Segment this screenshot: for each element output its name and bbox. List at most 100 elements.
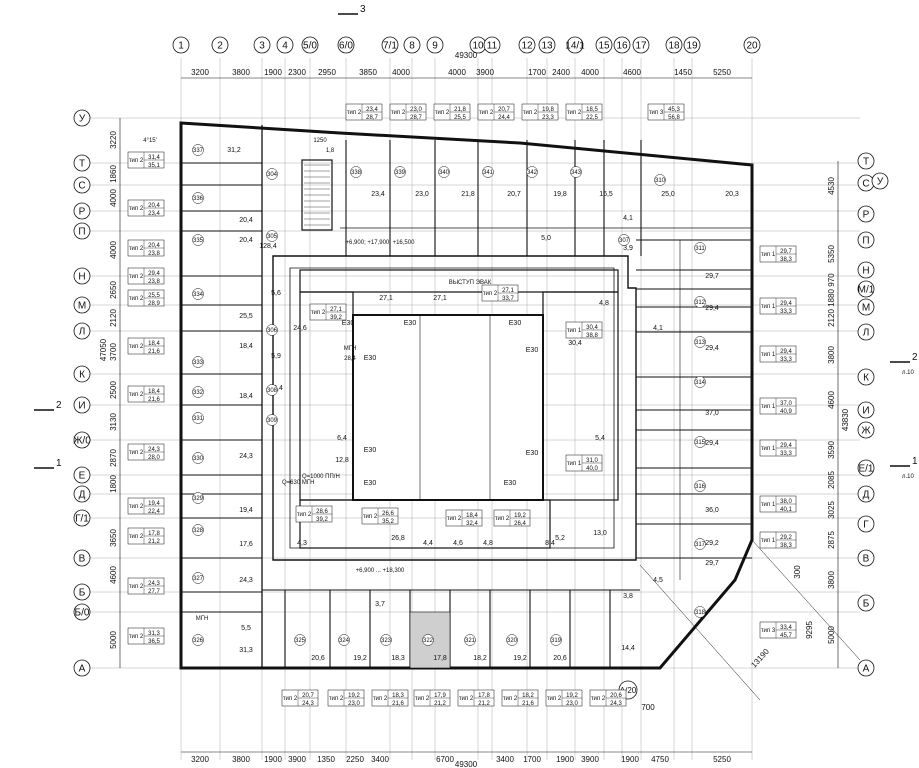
- living-area: 18,4: [148, 341, 160, 347]
- staircase: [301, 159, 333, 231]
- mgn-area: 28,4: [344, 356, 356, 362]
- inner-block-top: [299, 269, 619, 293]
- living-area: 29,2: [780, 535, 792, 541]
- apartment-number: 338: [351, 170, 362, 176]
- apartment-type: тип 2: [483, 291, 498, 297]
- fire-rating-mark: Е30: [526, 450, 539, 457]
- apartment-type: тип 2: [503, 696, 518, 702]
- dimension-value-bottom: 2250: [346, 755, 364, 764]
- total-area: 27,7: [148, 589, 160, 595]
- living-area: 18,4: [466, 513, 478, 519]
- axis-bubble: [73, 267, 91, 285]
- axis-label-top: 20: [746, 41, 758, 52]
- axis-label-top: 6/0: [339, 41, 353, 52]
- living-area: 24,3: [148, 581, 160, 587]
- room-area: 4,1: [653, 325, 663, 332]
- apartment-number: 315: [695, 440, 706, 446]
- dimension-value-right: 3800: [827, 571, 836, 589]
- axis-label-right: Т: [863, 157, 869, 168]
- room-area: 18,4: [239, 393, 253, 400]
- apartment-type: тип 2: [129, 584, 144, 590]
- axis-label-right: М/1: [858, 285, 875, 296]
- apartment-type: тип 2: [129, 274, 144, 280]
- axis-label-right: Д: [863, 490, 870, 501]
- room-area: 20,6: [311, 655, 325, 662]
- apartment-type: тип 1: [761, 304, 776, 310]
- dimension-value-right: 13190: [749, 647, 771, 670]
- total-area: 21,2: [148, 539, 160, 545]
- axis-bubble: [857, 298, 875, 316]
- apartment-number: 337: [193, 148, 204, 154]
- dimension-value-left: 2500: [109, 381, 118, 399]
- total-area: 33,7: [502, 296, 514, 302]
- stair-number: 304: [267, 172, 278, 178]
- room-area: 17,8: [433, 655, 447, 662]
- axis-label-top: 13: [541, 41, 553, 52]
- room-area: 26,8: [391, 535, 405, 542]
- axis-bubble: [632, 36, 650, 54]
- living-area: 19,2: [514, 513, 526, 519]
- living-area: 37,0: [780, 401, 792, 407]
- stair-number: 305: [267, 234, 278, 240]
- apartment-number-ring: [438, 166, 450, 178]
- total-area: 28,7: [366, 115, 378, 121]
- room-area: 23,0: [415, 191, 429, 198]
- apartment-type: тип 1: [761, 404, 776, 410]
- apartment-number-ring: [506, 634, 518, 646]
- apartment-type: тип 3: [761, 628, 776, 634]
- apartment-number-ring: [694, 242, 706, 254]
- apartment-number: 339: [395, 170, 406, 176]
- room-area: 4,6: [453, 540, 463, 547]
- room-area: 5,6: [271, 290, 281, 297]
- axis-label-left: Р: [79, 207, 86, 218]
- apartment-number-ring: [192, 356, 204, 368]
- total-area: 28,7: [410, 115, 422, 121]
- total-area: 40,1: [780, 507, 792, 513]
- axis-bubble: [857, 152, 875, 170]
- dimension-total-bottom: 49300: [455, 760, 478, 768]
- living-area: 31,0: [586, 458, 598, 464]
- axis-bubble: [683, 36, 701, 54]
- apartment-type: тип 2: [311, 310, 326, 316]
- axis-label-right: С: [862, 179, 869, 190]
- lift-label: Q=630 МГН: [282, 480, 314, 486]
- axis-bubble: [73, 365, 91, 383]
- dimension-total-top: 49300: [455, 51, 478, 60]
- room-area: 23,4: [371, 191, 385, 198]
- apartment-number-ring: [294, 634, 306, 646]
- apartment-type: тип 1: [761, 252, 776, 258]
- apartment-number-ring: [192, 144, 204, 156]
- axis-bubble: [483, 36, 501, 54]
- room-area: 6,4: [337, 435, 347, 442]
- apartment-type: тип 2: [329, 696, 344, 702]
- room-area: 20,4: [239, 237, 253, 244]
- axis-bubble: [73, 466, 91, 484]
- dimension-value-left: 5000: [109, 631, 118, 649]
- living-area: 24,3: [148, 447, 160, 453]
- room-area: 14,4: [621, 645, 635, 652]
- apartment-number: 326: [193, 638, 204, 644]
- room-area: 18,2: [473, 655, 487, 662]
- axis-bubble: [595, 36, 613, 54]
- room-area: 4,8: [599, 300, 609, 307]
- room-area: 17,6: [239, 541, 253, 548]
- apartment-number-ring: [694, 336, 706, 348]
- room-area: 3,4: [273, 385, 283, 392]
- dimension-value-left: 4600: [109, 566, 118, 584]
- room-area: 8,4: [545, 540, 555, 547]
- axis-label-left: Т: [79, 159, 85, 170]
- axis-label-right: А: [863, 664, 870, 675]
- axis-bubble: [73, 485, 91, 503]
- apartment-number-ring: [694, 606, 706, 618]
- fire-rating-mark: Е30: [364, 355, 377, 362]
- axis-label-right: У: [877, 177, 884, 188]
